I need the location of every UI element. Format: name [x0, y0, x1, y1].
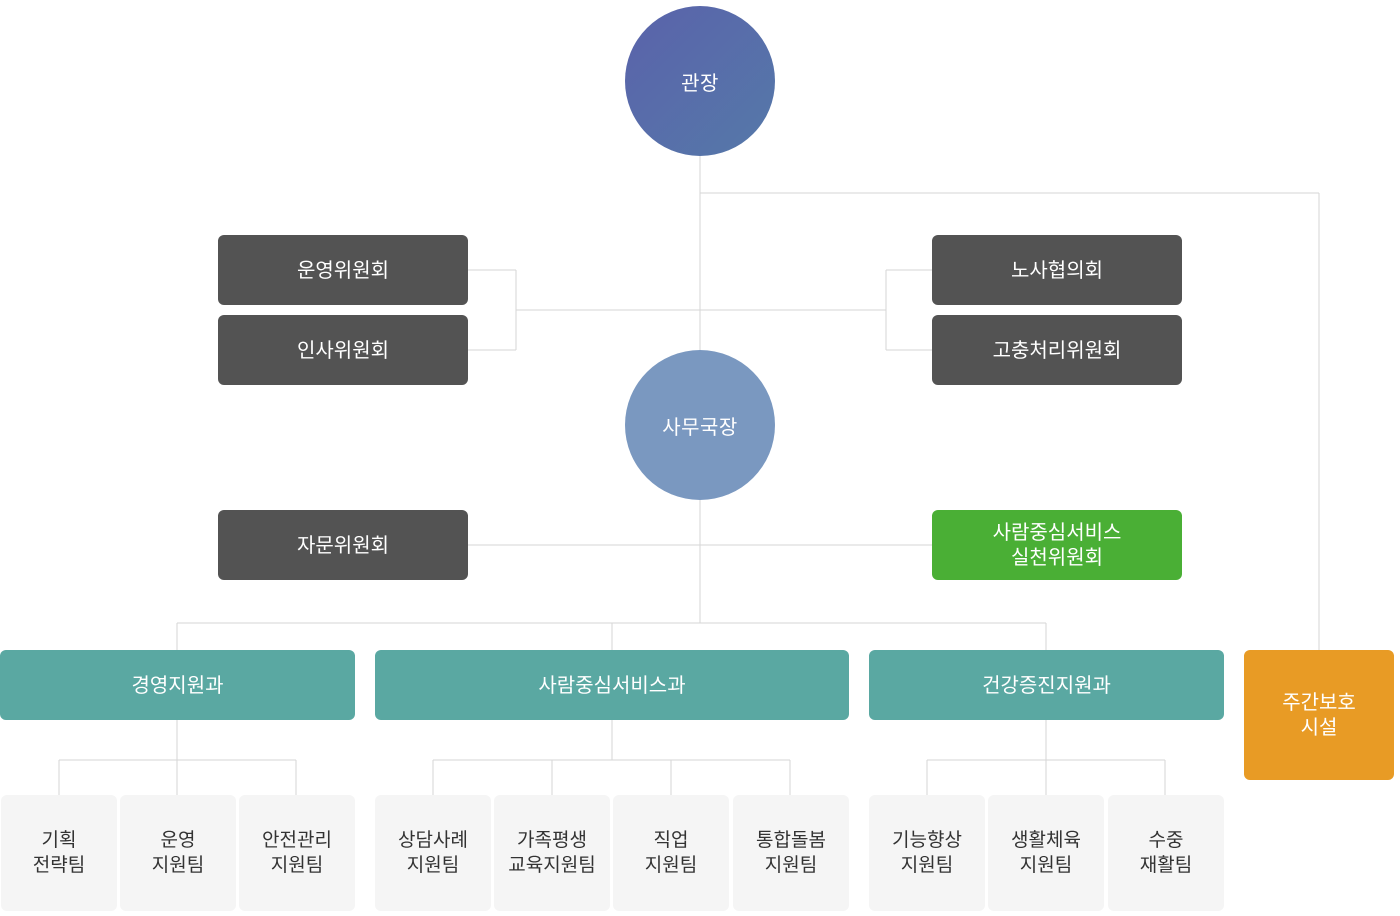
department-management-support: 경영지원과: [0, 650, 355, 720]
committee-personnel: 인사위원회: [218, 315, 468, 385]
team-integrated-care: 통합돌봄 지원팀: [733, 795, 849, 911]
department-person-centered-service: 사람중심서비스과: [375, 650, 849, 720]
committee-operations: 운영위원회: [218, 235, 468, 305]
team-aquatic-rehabilitation: 수중 재활팀: [1108, 795, 1224, 911]
advisory-committee: 자문위원회: [218, 510, 468, 580]
team-function-improvement: 기능향상 지원팀: [869, 795, 985, 911]
committee-labor-management: 노사협의회: [932, 235, 1182, 305]
team-safety-management: 안전관리 지원팀: [239, 795, 355, 911]
team-operations-support: 운영 지원팀: [120, 795, 236, 911]
department-health-promotion: 건강증진지원과: [869, 650, 1224, 720]
team-family-lifelong-education: 가족평생 교육지원팀: [494, 795, 610, 911]
team-planning-strategy: 기획 전략팀: [1, 795, 117, 911]
director-node: 관장: [625, 6, 775, 156]
team-counseling-case: 상담사례 지원팀: [375, 795, 491, 911]
team-vocational-support: 직업 지원팀: [613, 795, 729, 911]
practice-committee: 사람중심서비스 실천위원회: [932, 510, 1182, 580]
committee-grievance: 고충처리위원회: [932, 315, 1182, 385]
day-care-facility: 주간보호 시설: [1244, 650, 1394, 780]
team-life-sports: 생활체육 지원팀: [988, 795, 1104, 911]
secretary-general-node: 사무국장: [625, 350, 775, 500]
